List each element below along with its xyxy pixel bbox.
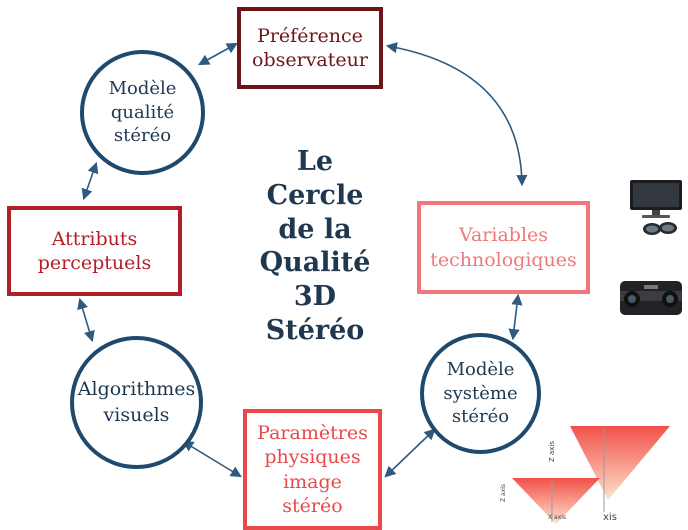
axis-label-x: X axis	[548, 514, 567, 521]
arrow-attributs-algorithmes	[77, 297, 95, 343]
axis-label-xis: xis	[603, 512, 617, 523]
stereo-camera-icon	[618, 277, 684, 319]
arrow-algorithmes-parametres	[182, 440, 242, 478]
small-viewing-cone	[512, 478, 600, 524]
arrow-systeme-parametres	[384, 428, 436, 478]
large-viewing-cone	[570, 426, 670, 500]
node-modele-systeme-stereo: Modèle système stéréo	[420, 333, 541, 454]
node-algorithmes-visuels: Algorithmes visuels	[70, 336, 203, 469]
node-modele-qualite-stereo: Modèle qualité stéréo	[80, 50, 205, 175]
arrow-variables-systeme	[508, 293, 523, 341]
camera-geometry-diagram	[512, 426, 670, 524]
node-preference-observateur: Préférence observateur	[237, 7, 383, 89]
node-attributs-perceptuels: Attributs perceptuels	[7, 206, 182, 296]
arrow-qualite-preference	[198, 42, 238, 66]
axis-label-z-small: Z axis	[500, 483, 507, 502]
node-parametres-physiques: Paramètres physiques image stéréo	[243, 409, 382, 530]
arrow-preference-variables	[385, 42, 528, 187]
arrow-qualite-attributs	[81, 161, 99, 201]
3d-tv-icon	[626, 178, 684, 238]
diagram-title: Le Cercle de la Qualité 3D Stéréo	[259, 146, 371, 346]
axis-label-z-large: Z axis	[548, 440, 556, 462]
node-variables-technologiques: Variables technologiques	[417, 201, 590, 294]
